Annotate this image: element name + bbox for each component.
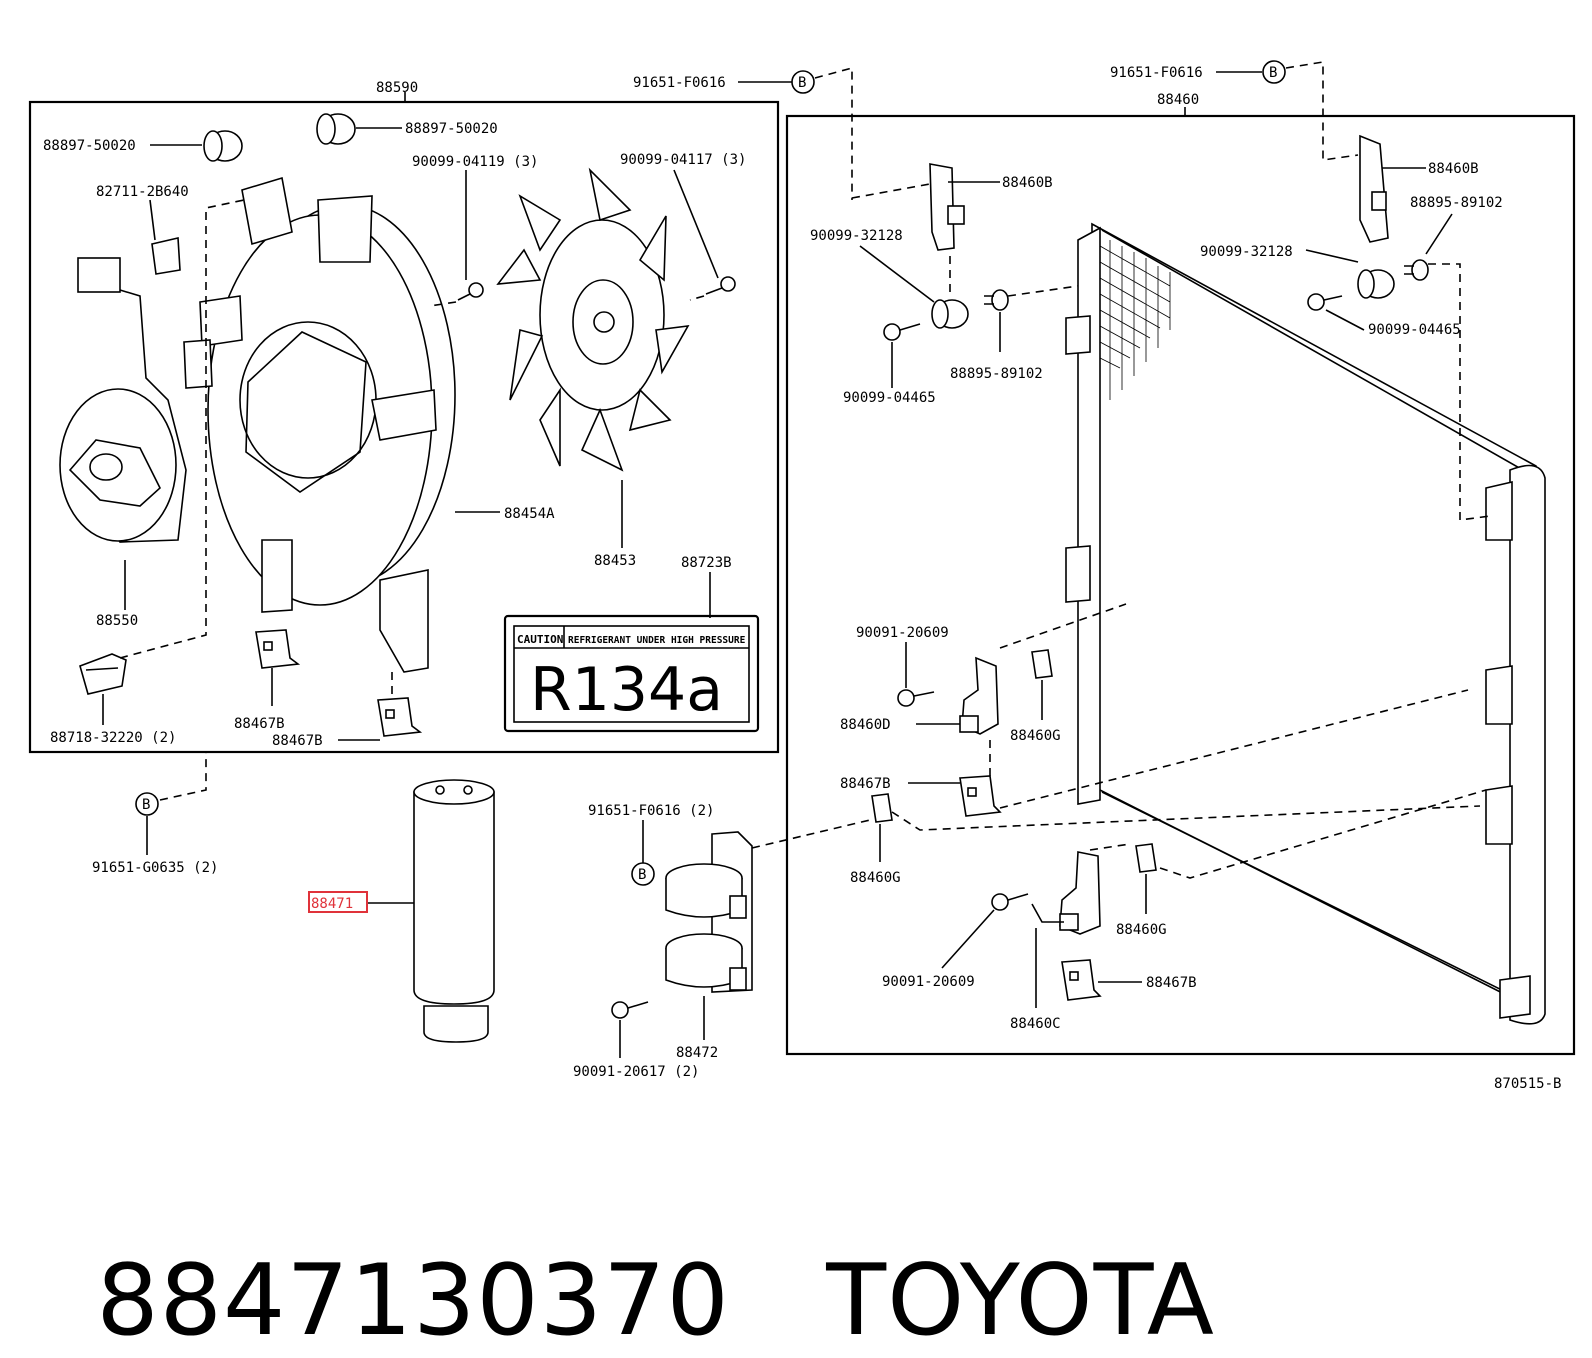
brand-name: TOYOTA <box>826 1243 1215 1358</box>
marker-b-text: B <box>142 797 150 813</box>
label-88895-left[interactable]: 88895-89102 <box>950 366 1043 382</box>
label-90091-20617[interactable]: 90091-20617 (2) <box>573 1064 699 1080</box>
screw-90099-04117-icon <box>705 276 736 295</box>
marker-b-icon <box>1262 60 1286 84</box>
bolt-90091-20609-upper-icon <box>897 689 935 707</box>
label-88460d[interactable]: 88460D <box>840 717 891 733</box>
label-82711[interactable]: 82711-2B640 <box>96 184 189 200</box>
highlight-box-88471 <box>308 891 368 913</box>
label-88460[interactable]: 88460 <box>1157 92 1199 108</box>
label-91651-top-right[interactable]: 91651-F0616 <box>1110 65 1203 81</box>
label-88897-right[interactable]: 88897-50020 <box>405 121 498 137</box>
clip-88467b-left-1 <box>255 629 301 669</box>
caption-spacer <box>730 1244 826 1358</box>
clip-88718 <box>79 653 127 695</box>
label-91651-top-left[interactable]: 91651-F0616 <box>633 75 726 91</box>
bolt-90099-04465-right-icon <box>1307 293 1343 311</box>
clip-88467b-middle <box>959 775 1002 817</box>
label-88723b[interactable]: 88723B <box>681 555 732 571</box>
label-88467b-middle[interactable]: 88467B <box>840 776 891 792</box>
marker-b-icon <box>791 70 815 94</box>
bolt-90091-20617-icon <box>611 1001 649 1019</box>
label-90099-04117[interactable]: 90099-04117 (3) <box>620 152 746 168</box>
label-88895-right[interactable]: 88895-89102 <box>1410 195 1503 211</box>
bracket-88472 <box>665 831 753 993</box>
fan-motor-88550 <box>59 257 187 543</box>
bushing-90099-32128-right <box>1357 269 1395 299</box>
label-91651-f0616-2[interactable]: 91651-F0616 (2) <box>588 803 714 819</box>
parts-diagram: 88590 91651-F0616 B 91651-F0616 B 88460 … <box>28 60 1576 1092</box>
label-91651-g0635[interactable]: 91651-G0635 (2) <box>92 860 218 876</box>
label-90099-04465-right[interactable]: 90099-04465 <box>1368 322 1461 338</box>
label-88472[interactable]: 88472 <box>676 1045 718 1061</box>
bracket-88460d <box>959 656 999 735</box>
bolt-90091-20609-lower-icon <box>991 893 1029 911</box>
screw-90099-04119-icon <box>457 282 484 301</box>
clip-88467b-left-2 <box>377 697 423 737</box>
label-88460b-left[interactable]: 88460B <box>1002 175 1053 191</box>
bushing-90099-32128-left <box>931 299 969 329</box>
caution-heading: CAUTION <box>517 633 563 646</box>
marker-b-text: B <box>1269 65 1277 81</box>
bushing-88897-left <box>203 130 243 162</box>
fan-blade-88453 <box>496 167 690 472</box>
label-90099-32128-left[interactable]: 90099-32128 <box>810 228 903 244</box>
label-88454a[interactable]: 88454A <box>504 506 555 522</box>
nut-88460g-middle <box>871 793 893 823</box>
grommet-88895-left <box>984 289 1009 311</box>
grommet-88895-right <box>1404 259 1429 281</box>
condenser-core <box>1065 222 1546 1025</box>
nut-88460g-upper <box>1031 649 1053 679</box>
label-88453[interactable]: 88453 <box>594 553 636 569</box>
label-88467b-left-2[interactable]: 88467B <box>272 733 323 749</box>
bushing-88897-right <box>316 113 356 145</box>
label-88897-left[interactable]: 88897-50020 <box>43 138 136 154</box>
bracket-88460b-right <box>1359 134 1389 243</box>
label-88460b-right[interactable]: 88460B <box>1428 161 1479 177</box>
part-caption: 8847130370 TOYOTA <box>32 1140 1215 1356</box>
label-88590[interactable]: 88590 <box>376 80 418 96</box>
bolt-90099-04465-left-icon <box>883 323 921 341</box>
label-90099-04465-left[interactable]: 90099-04465 <box>843 390 936 406</box>
marker-b-icon <box>631 862 655 886</box>
fan-assembly-frame <box>28 100 780 754</box>
label-88460g-lower[interactable]: 88460G <box>1116 922 1167 938</box>
condenser-assembly-frame <box>785 114 1576 1056</box>
bracket-88460b-left <box>929 163 965 251</box>
diagram-reference-id: 870515-B <box>1494 1076 1561 1092</box>
label-88467b-left-1[interactable]: 88467B <box>234 716 285 732</box>
label-88471[interactable]: 88471 <box>311 896 353 912</box>
label-90091-20609-upper[interactable]: 90091-20609 <box>856 625 949 641</box>
label-88550[interactable]: 88550 <box>96 613 138 629</box>
label-88460g-upper[interactable]: 88460G <box>1010 728 1061 744</box>
caution-label-88723b: CAUTION REFRIGERANT UNDER HIGH PRESSURE … <box>503 614 760 733</box>
fan-shroud-88454a <box>183 176 456 673</box>
label-88718[interactable]: 88718-32220 (2) <box>50 730 176 746</box>
label-88460g-middle[interactable]: 88460G <box>850 870 901 886</box>
refrigerant-type: R134a <box>530 655 723 725</box>
caution-warning: REFRIGERANT UNDER HIGH PRESSURE <box>568 635 746 646</box>
receiver-dryer-88471 <box>413 779 495 1043</box>
marker-b-icon <box>135 792 159 816</box>
marker-b-text: B <box>798 75 806 91</box>
label-90099-32128-right[interactable]: 90099-32128 <box>1200 244 1293 260</box>
condenser-fins <box>1099 240 1171 400</box>
label-88467b-lower[interactable]: 88467B <box>1146 975 1197 991</box>
nut-88460g-lower <box>1135 843 1157 873</box>
label-88460c[interactable]: 88460C <box>1010 1016 1061 1032</box>
marker-b-text: B <box>638 867 646 883</box>
bracket-88460c <box>1031 851 1101 935</box>
clip-88467b-lower <box>1061 959 1102 1001</box>
label-90091-20609-lower[interactable]: 90091-20609 <box>882 974 975 990</box>
label-90099-04119[interactable]: 90099-04119 (3) <box>412 154 538 170</box>
part-number: 8847130370 <box>96 1243 730 1358</box>
